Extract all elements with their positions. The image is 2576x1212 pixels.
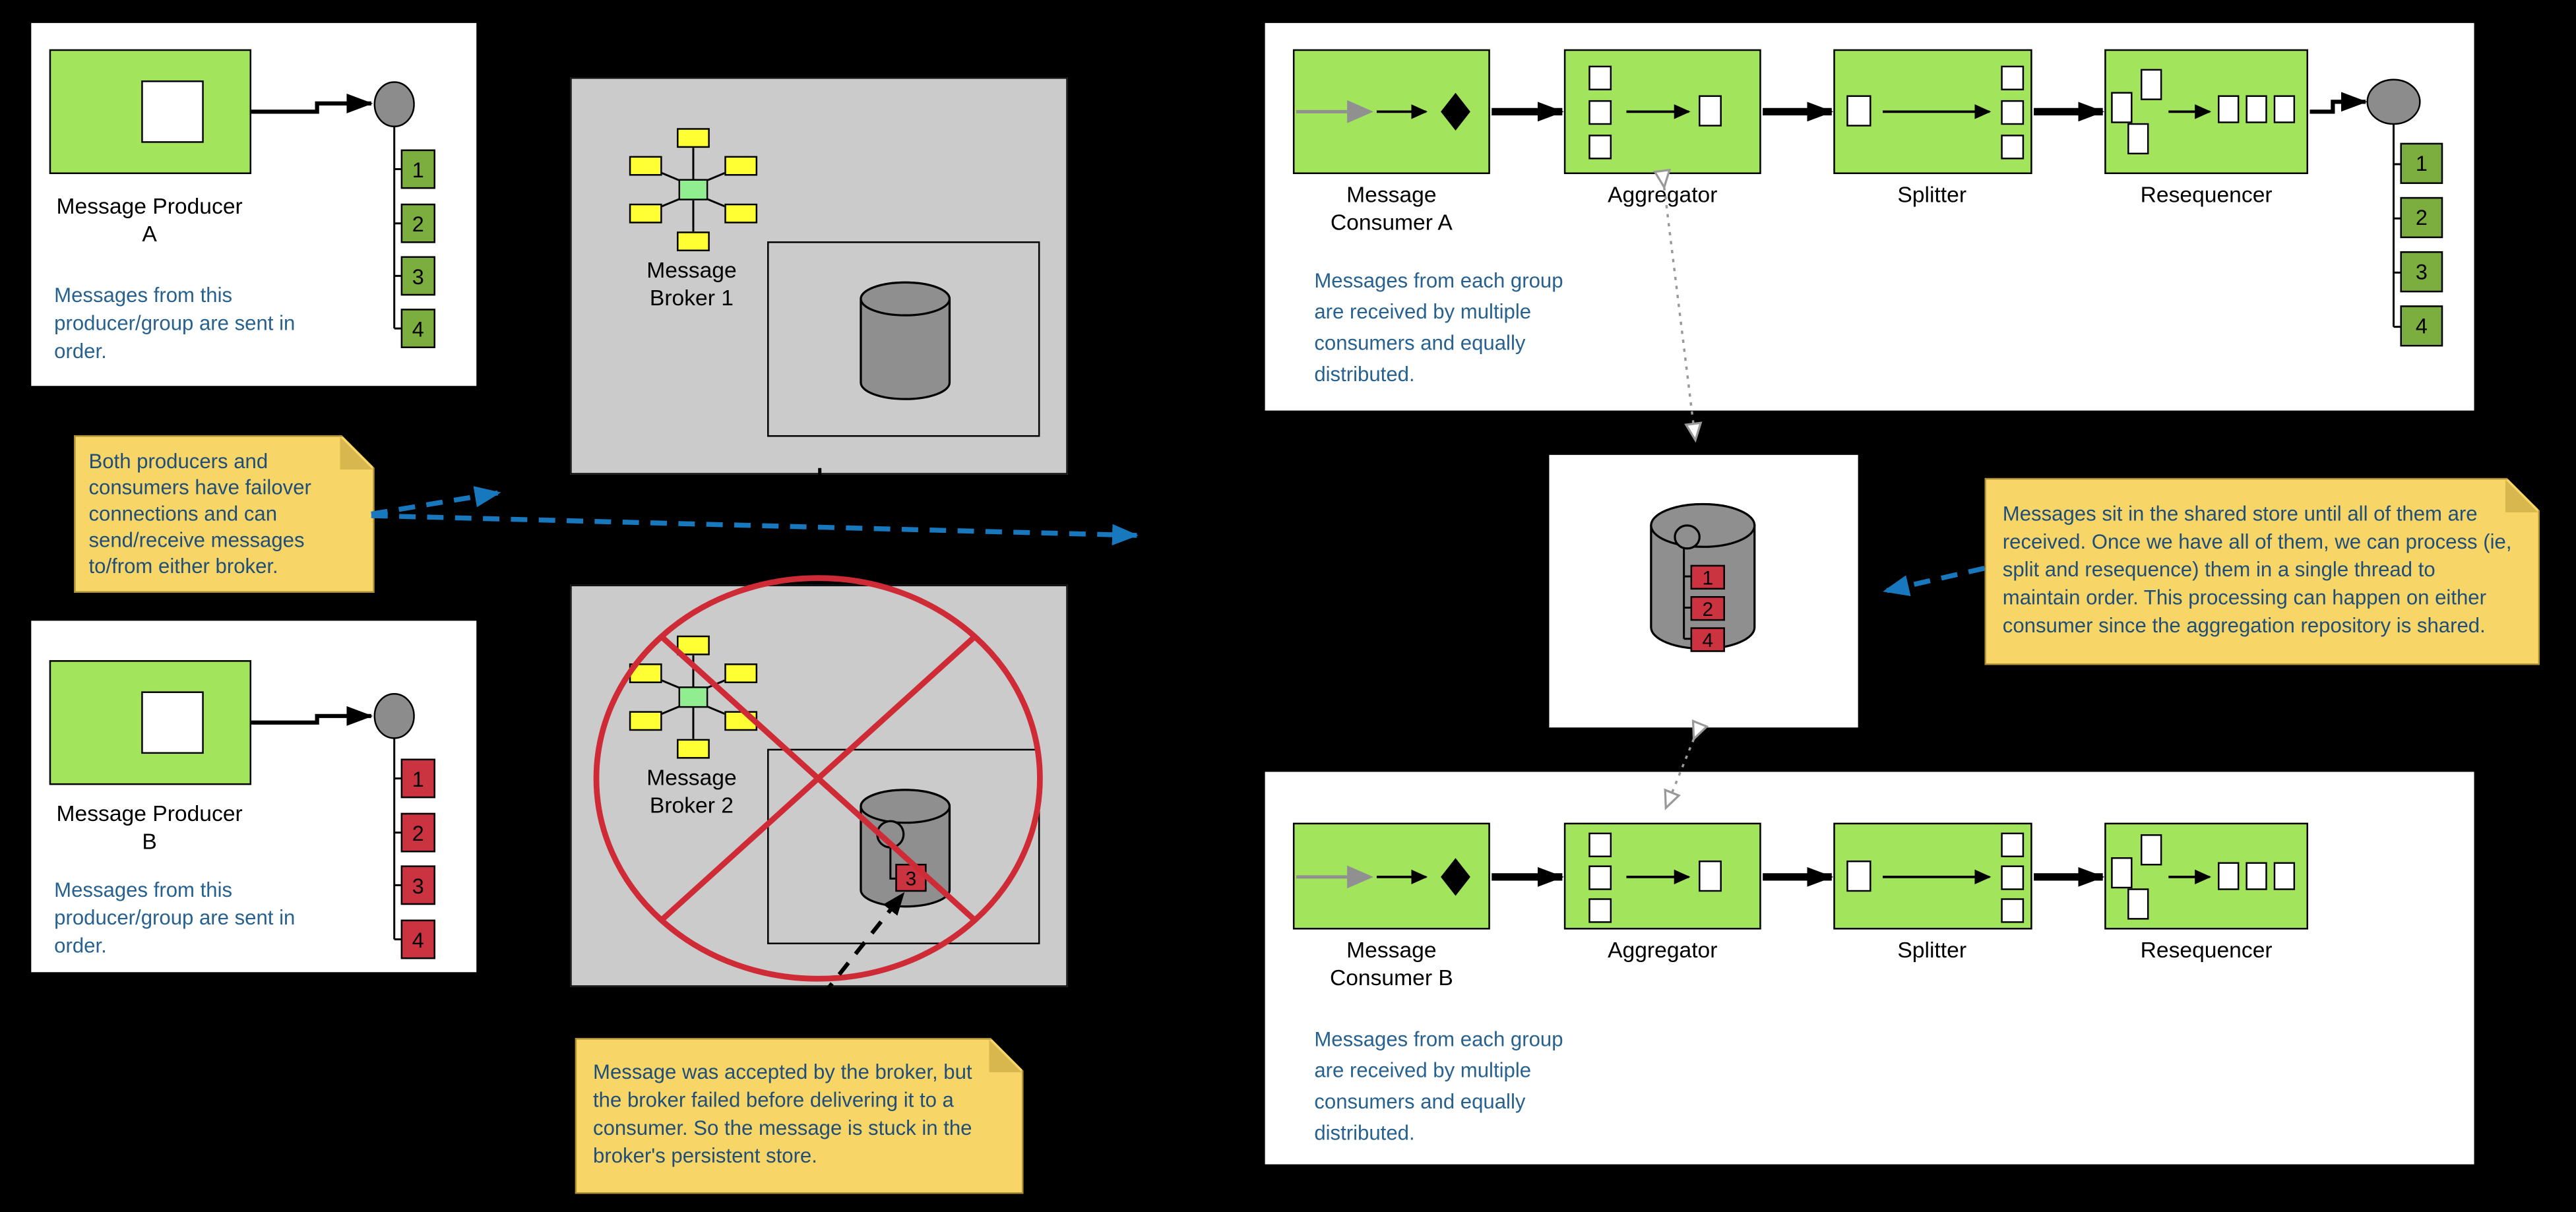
message-rect [2127,123,2149,155]
producer-a-note-text: Messages from this producer/group are se… [54,284,296,363]
splitter-b-label: Splitter [1897,938,1967,963]
store-msg: 2 [1690,596,1725,621]
producer-b-msg: 4 [400,919,435,959]
sticky-note-failover: Both producers and consumers have failov… [74,435,375,593]
broker-2-hub-node [629,663,662,684]
message-rect [2218,95,2240,123]
message-rect [1588,65,1612,90]
message-rect [2127,888,2149,920]
sticky-note-shared: Messages sit in the shared store until a… [1984,478,2540,665]
broker-2-stuck-msg: 3 [895,863,927,892]
message-rect [2001,898,2025,923]
aggregator-b-label: Aggregator [1608,938,1718,963]
message-rect [1699,95,1722,127]
message-rect [1588,865,1612,890]
producer-a-msg: 1 [400,149,435,189]
broker-2-hub-node [724,663,758,684]
broker-2-hub-node [677,739,710,759]
broker-1-hub-node [677,231,710,252]
message-rect [2111,92,2133,123]
message-rect [1588,135,1612,160]
broker-2-hub-node [629,711,662,731]
sticky-note-shared-text: Messages sit in the shared store until a… [2002,502,2512,638]
producer-a-msg: 4 [400,309,435,348]
broker-1-hub-node [629,203,662,224]
producer-a-endpoint-rect [141,80,204,143]
producer-b-msg: 1 [400,758,435,799]
consumer-a-note-text: Messages from each group are received by… [1314,269,1563,386]
message-rect [1588,100,1612,125]
consumer-a-msg: 3 [2400,251,2443,293]
message-rect [2140,69,2162,100]
aggregator-a-label: Aggregator [1608,182,1718,207]
producer-a-label: Message Producer A [56,193,243,247]
consumer-b-box [1292,822,1490,930]
message-rect [1588,898,1612,923]
producer-b-msg: 2 [400,812,435,853]
message-rect [2140,834,2162,866]
message-rect [2001,865,2025,890]
sticky-note-stuck-text: Message was accepted by the broker, but … [593,1060,972,1168]
shared-store-card [1549,454,1858,728]
broker-1-card [570,77,1068,475]
message-rect [2001,100,2025,125]
consumer-b-label: Message Consumer B [1329,938,1453,990]
consumer-a-msg: 1 [2400,142,2443,184]
consumer-a-label: Message Consumer A [1330,182,1453,235]
broker-1-persistent-store-rect [767,241,1040,437]
message-rect [2273,862,2296,890]
message-rect [1846,860,1871,892]
producer-b-msg: 3 [400,865,435,905]
broker-1-hub-node [724,156,758,176]
splitter-a-label: Splitter [1897,182,1967,207]
consumer-a-msg: 4 [2400,305,2443,347]
consumer-b-note-text: Messages from each group are received by… [1314,1027,1563,1145]
message-rect [1846,95,1871,127]
producer-b-note-text: Messages from this producer/group are se… [54,878,296,957]
store-msg: 1 [1690,564,1725,590]
message-rect [2001,135,2025,160]
producer-a-msg: 3 [400,256,435,296]
message-rect [2273,95,2296,123]
consumer-a-msg: 2 [2400,197,2443,239]
broker-2-label: Message Broker 2 [646,765,737,818]
sticky-note-failover-text: Both producers and consumers have failov… [88,450,311,578]
producer-a-msg: 2 [400,203,435,243]
message-rect [2246,95,2267,123]
sticky-note-stuck: Message was accepted by the broker, but … [575,1038,1024,1194]
message-rect [2246,862,2267,890]
message-rect [2001,65,2025,90]
broker-1-hub-center [678,179,708,200]
broker-1-hub-node [629,156,662,176]
broker-1-hub-node [724,203,758,224]
broker-2-hub-node [724,711,758,731]
resequencer-b-label: Resequencer [2140,938,2273,963]
resequencer-a-label: Resequencer [2140,182,2273,207]
producer-b-endpoint-rect [141,691,204,754]
consumer-a-box [1292,49,1490,174]
store-msg: 4 [1690,627,1725,652]
message-rect [2218,862,2240,890]
broker-2-hub-center [678,686,708,708]
message-rect [2001,832,2025,857]
message-rect [1588,832,1612,857]
broker-1-label: Message Broker 1 [646,257,737,311]
message-rect [1699,860,1722,892]
broker-2-hub-node [677,635,710,655]
broker-1-hub-node [677,128,710,148]
message-rect [2111,857,2133,889]
producer-b-label: Message Producer B [56,801,243,855]
broker-2-persistent-store-rect [767,748,1040,944]
